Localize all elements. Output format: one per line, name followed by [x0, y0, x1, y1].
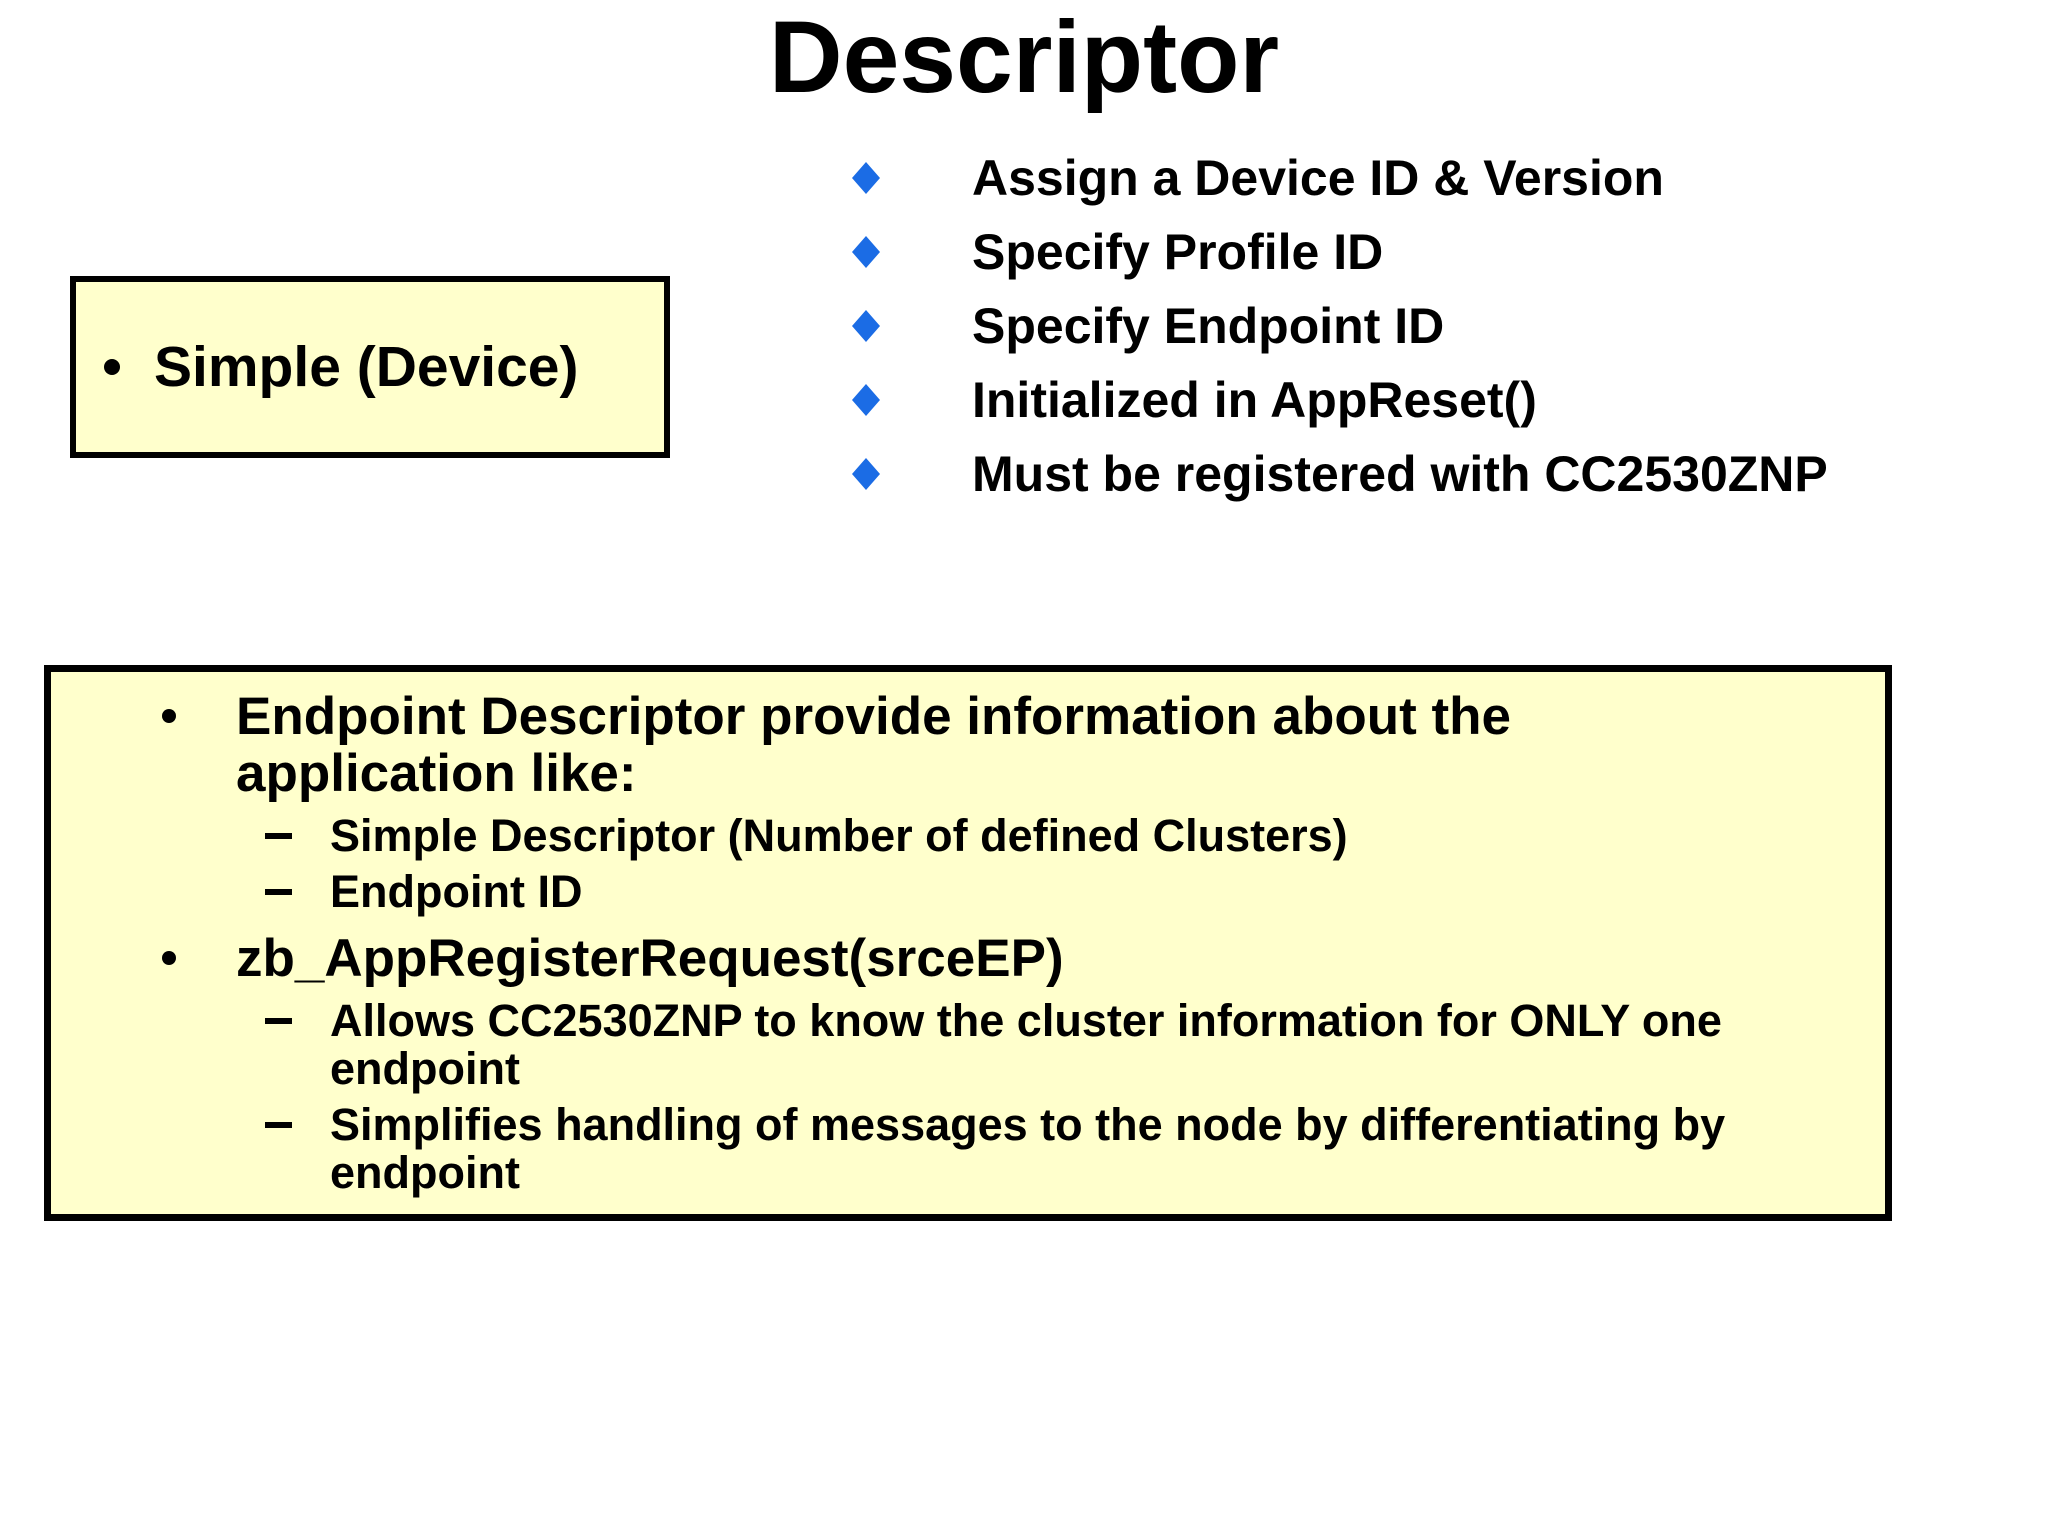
detail-subitem: Endpoint ID [51, 868, 1810, 916]
detail-subitem: Simplifies handling of messages to the n… [51, 1101, 1810, 1197]
endpoint-descriptor-box: Endpoint Descriptor provide information … [44, 665, 1892, 1221]
bullet-dash-icon [265, 833, 292, 839]
detail-item-label: Simple Descriptor (Number of defined Clu… [330, 810, 1348, 861]
detail-item-label: Allows CC2530ZNP to know the cluster inf… [330, 995, 1722, 1094]
bullet-dot-icon [104, 359, 120, 375]
diamond-bullet-icon [852, 236, 880, 268]
bullet-item: Specify Endpoint ID [852, 289, 1828, 363]
detail-subitem: Simple Descriptor (Number of defined Clu… [51, 812, 1810, 860]
bullet-dash-icon [265, 1018, 292, 1024]
diamond-bullet-icon [852, 310, 880, 342]
bullet-item: Must be registered with CC2530ZNP [852, 437, 1828, 511]
detail-item-label: Endpoint ID [330, 866, 583, 917]
bullet-dot-icon [162, 709, 176, 723]
bullet-dash-icon [265, 889, 292, 895]
bullet-item: Initialized in AppReset() [852, 363, 1828, 437]
simple-device-box: Simple (Device) [70, 276, 670, 458]
diamond-bullet-icon [852, 384, 880, 416]
detail-item-label: zb_AppRegisterRequest(srceEP) [236, 929, 1064, 988]
diamond-bullet-icon [852, 458, 880, 490]
bullet-item-label: Specify Endpoint ID [972, 298, 1445, 354]
bullet-item-label: Must be registered with CC2530ZNP [972, 446, 1828, 502]
bullet-item-label: Assign a Device ID & Version [972, 150, 1664, 206]
detail-item: Endpoint Descriptor provide information … [51, 688, 1636, 802]
detail-subitem: Allows CC2530ZNP to know the cluster inf… [51, 997, 1810, 1093]
bullet-item: Specify Profile ID [852, 215, 1828, 289]
detail-item-label: Endpoint Descriptor provide information … [236, 687, 1511, 803]
bullet-item-label: Specify Profile ID [972, 224, 1384, 280]
diamond-bullet-icon [852, 162, 880, 194]
bullet-dot-icon [162, 951, 176, 965]
slide-title: Descriptor [768, 0, 1280, 114]
bullet-item: Assign a Device ID & Version [852, 141, 1828, 215]
bullet-dash-icon [265, 1122, 292, 1128]
detail-item-label: Simplifies handling of messages to the n… [330, 1099, 1726, 1198]
simple-device-label: Simple (Device) [154, 334, 579, 399]
bullet-item-label: Initialized in AppReset() [972, 372, 1537, 428]
detail-item: zb_AppRegisterRequest(srceEP) [51, 930, 1636, 987]
